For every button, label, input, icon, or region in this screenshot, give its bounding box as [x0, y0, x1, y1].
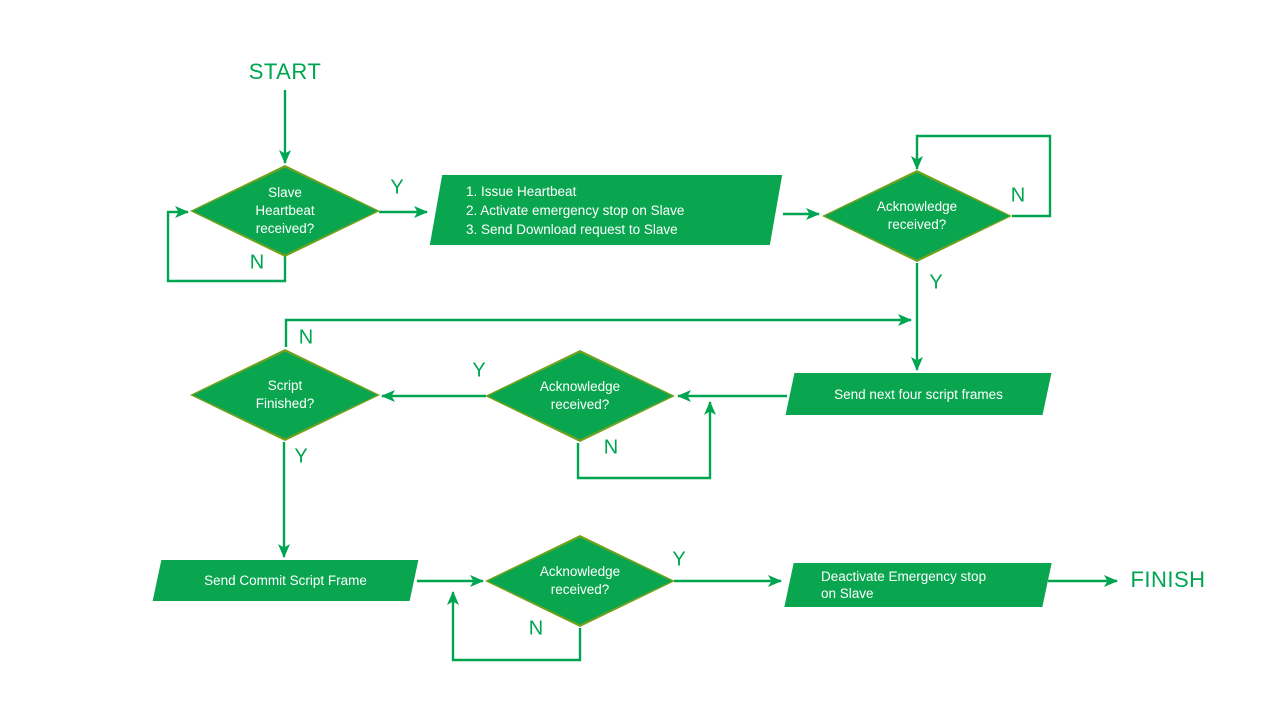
- decision-script-finished-text: Script Finished?: [190, 349, 380, 441]
- process-deactivate-estop: Deactivate Emergency stop on Slave: [784, 563, 1052, 607]
- text-line: 1. Issue Heartbeat: [466, 183, 577, 199]
- edge-label-no-ack-top: N: [1010, 184, 1026, 207]
- edge-heartbeat-no-loop: [166, 206, 287, 283]
- process-issue-heartbeat: 1. Issue Heartbeat 2. Activate emergency…: [429, 175, 783, 245]
- text-line: received?: [550, 582, 610, 597]
- text-line: Acknowledge: [539, 379, 621, 394]
- edge-label-yes-heartbeat: Y: [390, 176, 404, 199]
- decision-ack-top-text: Acknowledge received?: [822, 170, 1012, 262]
- decision-script-finished: Script Finished?: [190, 349, 380, 441]
- decision-slave-heartbeat-text: Slave Heartbeat received?: [190, 165, 380, 257]
- edge-label-no-ack-bottom: N: [528, 617, 544, 640]
- text-line: Deactivate Emergency stop: [821, 569, 987, 584]
- edge-ack-bottom-no-loop: [447, 591, 582, 662]
- process-deactivate-estop-text: Deactivate Emergency stop on Slave: [789, 563, 1047, 607]
- text-line: Send next four script frames: [834, 386, 1003, 402]
- process-send-commit: Send Commit Script Frame: [152, 560, 419, 601]
- start-label: START: [248, 59, 322, 84]
- decision-ack-mid: Acknowledge received?: [485, 350, 675, 442]
- text-line: Acknowledge: [539, 564, 621, 579]
- text-line: Slave: [268, 185, 302, 200]
- text-line: received?: [550, 397, 610, 412]
- text-line: received?: [887, 217, 947, 232]
- edge-label-yes-script-finished: Y: [294, 445, 308, 468]
- decision-ack-top: Acknowledge received?: [822, 170, 1012, 262]
- edge-label-no-ack-mid: N: [603, 436, 619, 459]
- decision-ack-bottom-text: Acknowledge received?: [485, 535, 675, 627]
- process-send-frames: Send next four script frames: [785, 373, 1052, 415]
- decision-slave-heartbeat: Slave Heartbeat received?: [190, 165, 380, 257]
- edge-label-yes-ack-bottom: Y: [672, 548, 686, 571]
- edge-label-yes-ack-mid: Y: [472, 359, 486, 382]
- process-send-frames-text: Send next four script frames: [790, 373, 1047, 415]
- text-line: Finished?: [255, 396, 315, 411]
- edge-label-no-script-finished: N: [298, 326, 314, 349]
- text-line: 3. Send Download request to Slave: [466, 221, 678, 237]
- edge-ack-mid-no-loop: [576, 401, 716, 480]
- process-issue-heartbeat-text: 1. Issue Heartbeat 2. Activate emergency…: [436, 175, 776, 245]
- decision-ack-mid-text: Acknowledge received?: [485, 350, 675, 442]
- text-line: on Slave: [821, 586, 874, 601]
- process-send-commit-text: Send Commit Script Frame: [157, 560, 414, 601]
- edge-ack-top-no-loop: [911, 134, 1052, 218]
- text-line: Script: [267, 378, 303, 393]
- text-line: Send Commit Script Frame: [204, 573, 367, 588]
- edge-script-no-to-frames: [284, 314, 912, 347]
- edge-label-yes-ack-top: Y: [929, 271, 943, 294]
- finish-label: FINISH: [1130, 567, 1206, 592]
- text-line: Acknowledge: [876, 199, 958, 214]
- text-line: 2. Activate emergency stop on Slave: [466, 202, 685, 218]
- text-line: received?: [255, 221, 315, 236]
- text-line: Heartbeat: [255, 203, 315, 218]
- decision-ack-bottom: Acknowledge received?: [485, 535, 675, 627]
- edge-label-no-heartbeat: N: [249, 251, 265, 274]
